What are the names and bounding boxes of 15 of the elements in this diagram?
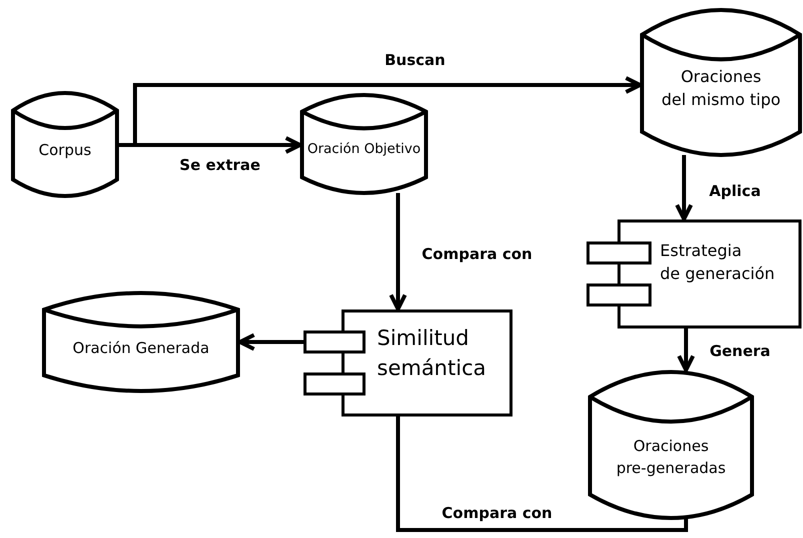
arrow bbox=[238, 333, 305, 351]
node-label: Oraciones del mismo tipo bbox=[660, 66, 782, 112]
arrow bbox=[675, 155, 693, 221]
arrow bbox=[389, 193, 407, 311]
node-label: Oración Generada bbox=[72, 338, 210, 359]
arrow bbox=[677, 327, 695, 372]
node-label: Oración Objetivo bbox=[306, 140, 422, 159]
node-label: Similitud semántica bbox=[377, 325, 487, 382]
node-label: Estrategia de generación bbox=[660, 240, 776, 286]
node-label: Oraciones pre-generadas bbox=[615, 436, 727, 479]
edge-label: Aplica bbox=[707, 182, 763, 200]
connector-line bbox=[396, 415, 688, 532]
edge-label: Compara con bbox=[420, 245, 534, 263]
node-label: Corpus bbox=[38, 140, 92, 161]
edge-label: Compara con bbox=[440, 504, 554, 522]
